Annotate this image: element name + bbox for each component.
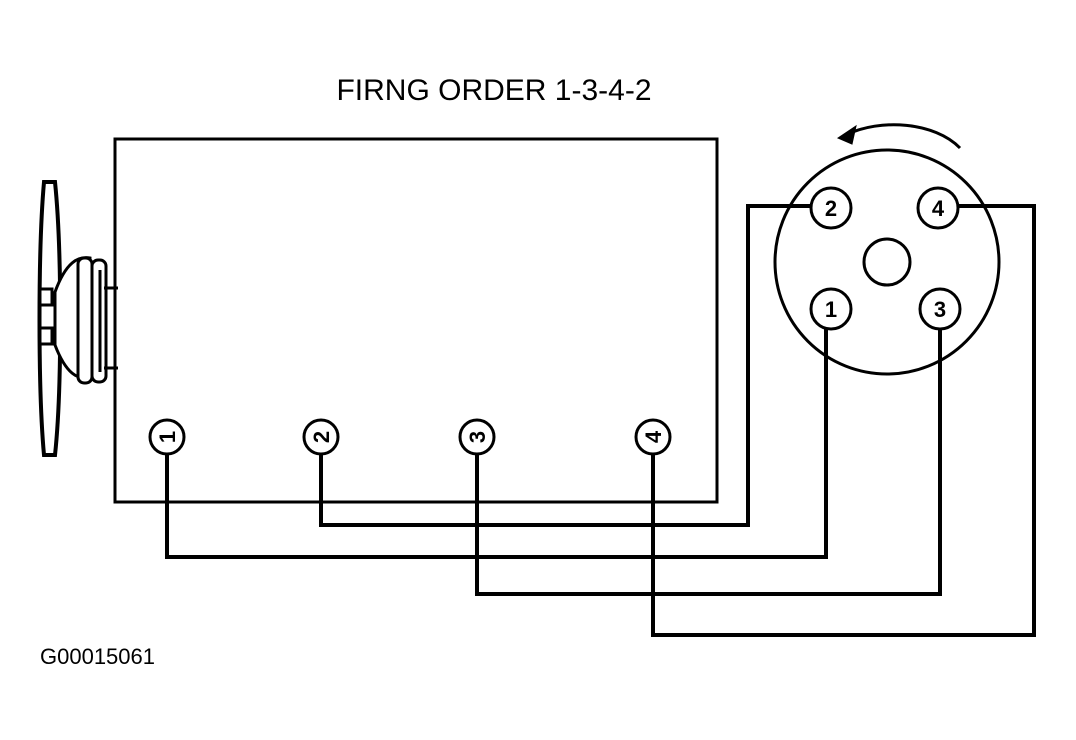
cylinder-marker-1: 1 <box>148 418 186 456</box>
fan-hub-bolt-icon <box>38 326 54 346</box>
cylinder-number: 1 <box>155 431 180 443</box>
cylinder-marker-2: 2 <box>302 418 340 456</box>
pulley-icon <box>76 256 94 385</box>
fan-pulley-assembly <box>37 180 118 457</box>
fan-hub-bolt-icon <box>38 287 54 307</box>
terminal-number: 4 <box>932 196 945 221</box>
terminal-number: 1 <box>825 297 837 322</box>
wire-cylinder-4 <box>651 204 1036 637</box>
terminal-2: 2 <box>809 186 853 230</box>
wire-cylinder-2 <box>319 204 811 527</box>
terminal-3: 3 <box>918 287 962 331</box>
ignition-wires <box>165 204 1036 637</box>
fan-blade-icon <box>37 180 63 457</box>
cylinder-number: 3 <box>465 431 490 443</box>
terminal-number: 2 <box>825 196 837 221</box>
diagram-title: FIRNG ORDER 1-3-4-2 <box>336 74 651 107</box>
cylinder-markers: 1 2 3 4 <box>148 418 672 456</box>
cylinder-marker-4: 4 <box>634 418 672 456</box>
wire-cylinder-1 <box>165 327 828 559</box>
terminal-4: 4 <box>916 186 960 230</box>
cylinder-marker-3: 3 <box>458 418 496 456</box>
cylinder-number: 4 <box>641 430 666 443</box>
terminal-number: 3 <box>934 297 946 322</box>
distributor-terminals: 2 4 1 3 <box>809 186 962 331</box>
cylinder-number: 2 <box>309 431 334 443</box>
distributor-center-post <box>862 237 912 287</box>
figure-id: G00015061 <box>40 644 155 669</box>
wire-cylinder-3 <box>475 327 942 596</box>
rotation-arrow-icon <box>845 123 962 150</box>
distributor-cap <box>773 123 1001 376</box>
engine-block <box>113 137 719 504</box>
terminal-1: 1 <box>809 287 853 331</box>
